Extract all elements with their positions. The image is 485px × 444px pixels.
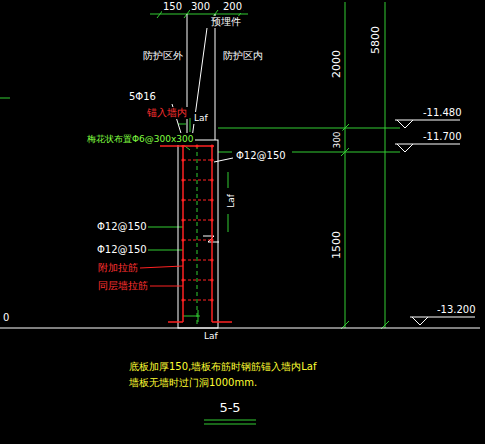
anchor-length: Laf (225, 193, 237, 209)
tie-bar (183, 300, 212, 301)
note-text: 墙板无墙时过门洞1000mm. (128, 377, 258, 389)
rebar-dot (210, 198, 213, 201)
rebar-dot (210, 144, 213, 147)
tie-bar (183, 180, 212, 181)
callout-text: 预埋件 (210, 16, 242, 28)
rebar-dot (210, 278, 213, 281)
rebar-dot (210, 238, 213, 241)
tie-bars (181, 144, 213, 301)
note-text: 底板加厚150,墙板布筋时钢筋锚入墙内Laf (128, 361, 318, 373)
dimension: 0 (2, 312, 10, 324)
zone-label: 防护区外 (142, 50, 184, 62)
tie-bar (183, 240, 212, 241)
dimension: 150 (162, 1, 183, 13)
level-mark: -11.480 (422, 107, 463, 119)
dimension: 2000 (331, 49, 343, 79)
rebar-callout: 附加拉筋 (97, 262, 139, 274)
rebar-dot (210, 178, 213, 181)
level-mark: -13.200 (436, 304, 477, 316)
rebar-dot (181, 278, 184, 281)
tie-bar (183, 160, 212, 161)
rebar-dot (181, 178, 184, 181)
rebar-dot (210, 258, 213, 261)
rebar-dot (181, 198, 184, 201)
rebar-callout: Φ12@150 (96, 221, 148, 233)
tie-bar (183, 280, 212, 281)
dimension: 1500 (331, 230, 343, 260)
rebar-dot (181, 298, 184, 301)
dimension: 300 (331, 130, 343, 149)
tie-bar (183, 260, 212, 261)
zone-label: 防护区内 (222, 50, 264, 62)
section-title: 5-5 (218, 402, 241, 414)
rebar-dot (181, 238, 184, 241)
rebar-dot (181, 258, 184, 261)
rebar-callout: 5Φ16 (128, 91, 157, 103)
rebar-dot (195, 144, 198, 147)
rebar (140, 146, 232, 322)
wall-outline (0, 14, 480, 328)
rebar-dot (210, 298, 213, 301)
anchor-length: Laf (193, 112, 209, 124)
dimension: 300 (190, 1, 211, 13)
rebar-dot (210, 218, 213, 221)
tie-bar (183, 220, 212, 221)
rebar-callout: Φ12@150 (235, 150, 287, 162)
rebar-callout: Φ12@150 (96, 244, 148, 256)
rebar-callout: 梅花状布置Φ6@300x300 (86, 133, 195, 145)
dimension-lines (0, 2, 400, 424)
rebar-dot (181, 158, 184, 161)
level-mark: -11.700 (422, 131, 463, 143)
tie-bar (183, 200, 212, 201)
rebar-callout: 同层墙拉筋 (97, 280, 149, 292)
rebar-dot (181, 218, 184, 221)
dimension: 5800 (370, 25, 382, 55)
anchor-length: Laf (203, 330, 219, 342)
note-text: 锚入墙内 (146, 107, 188, 119)
rebar-dot (210, 158, 213, 161)
dimension: 200 (222, 1, 243, 13)
